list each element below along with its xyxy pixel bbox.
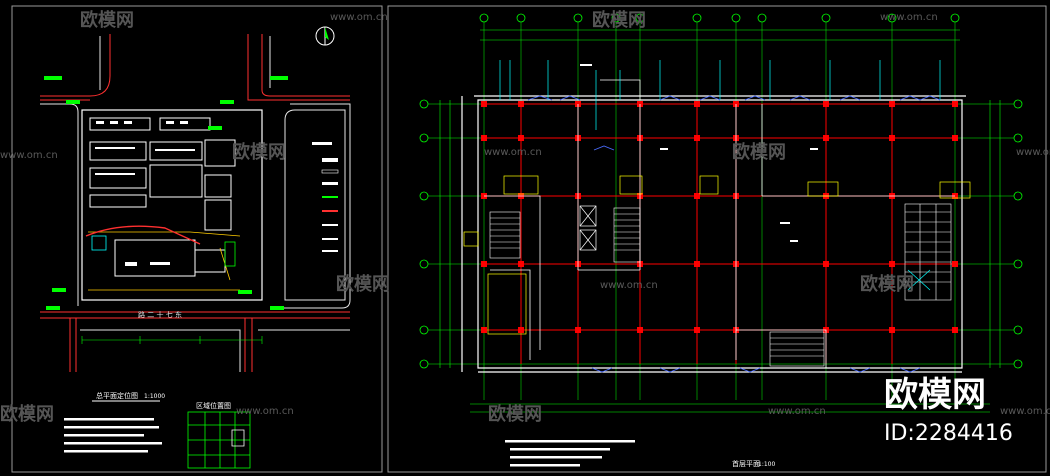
svg-text:www.om.cn: www.om.cn — [330, 12, 388, 23]
svg-text:欧模网: 欧模网 — [0, 403, 54, 425]
svg-text:欧模网: 欧模网 — [732, 141, 786, 163]
svg-text:欧模网: 欧模网 — [488, 403, 542, 425]
site-boundary — [81, 109, 263, 301]
floor-plan-scale: 1:100 — [758, 461, 775, 468]
location-mini-map — [187, 411, 251, 469]
legend-block — [312, 142, 339, 252]
site-plan-scale: 1:1000 — [144, 393, 165, 400]
svg-text:www.om.cn: www.om.cn — [484, 147, 542, 158]
elevator-shafts — [579, 205, 597, 251]
cyan-block — [91, 235, 107, 251]
fire-route — [85, 225, 201, 245]
stairs — [489, 203, 952, 367]
floor-notes-lines — [505, 440, 635, 467]
road-lines — [40, 34, 350, 372]
building-hatches — [95, 121, 195, 266]
svg-text:欧模网: 欧模网 — [592, 9, 646, 31]
id-badge: 欧模网 ID:2284416 — [884, 375, 1013, 446]
north-arrow-icon — [315, 26, 335, 46]
badge-id: ID:2284416 — [884, 421, 1013, 446]
watermarks: 欧模网 www.om.cn 欧模网 www.om.cn 欧模网 www.om.c… — [0, 9, 1050, 425]
svg-text:欧模网: 欧模网 — [336, 273, 390, 295]
svg-text:www.om.cn: www.om.cn — [600, 280, 658, 291]
svg-text:www.om.cn: www.om.cn — [0, 150, 58, 161]
coordinate-tags — [44, 76, 288, 310]
window-markers — [527, 95, 941, 373]
dimension-line — [81, 336, 263, 344]
interior-walls — [484, 79, 955, 368]
floor-plan-title: 首层平面 — [732, 459, 760, 468]
svg-text:www.om.cn: www.om.cn — [1016, 147, 1050, 158]
service-shafts — [499, 60, 941, 291]
site-plan-title: 总平面定位图 — [96, 391, 138, 400]
room-tags — [580, 64, 818, 242]
svg-text:欧模网: 欧模网 — [860, 273, 914, 295]
exterior-walls — [461, 95, 966, 373]
site-plan: 路 二 十 七 东 总平面定位图 1:1000 区域位置图 — [40, 26, 351, 469]
road-label: 路 二 十 七 东 — [138, 310, 182, 319]
svg-text:www.om.cn: www.om.cn — [236, 406, 294, 417]
svg-text:www.om.cn: www.om.cn — [880, 12, 938, 23]
notes-text-lines — [64, 418, 162, 453]
svg-text:www.om.cn: www.om.cn — [768, 406, 826, 417]
floor-plan: 首层平面 1:100 — [419, 13, 1023, 468]
badge-brand: 欧模网 — [884, 375, 986, 415]
block-outlines — [40, 36, 351, 372]
building-blocks — [89, 117, 236, 277]
svg-text:www.om.cn: www.om.cn — [1000, 406, 1050, 417]
location-map-title: 区域位置图 — [196, 401, 231, 410]
sheet-frames — [11, 5, 1047, 473]
svg-text:欧模网: 欧模网 — [80, 9, 134, 31]
toilet-fixtures — [463, 175, 971, 335]
svg-text:欧模网: 欧模网 — [232, 141, 286, 163]
dimension-chains — [439, 29, 1001, 413]
